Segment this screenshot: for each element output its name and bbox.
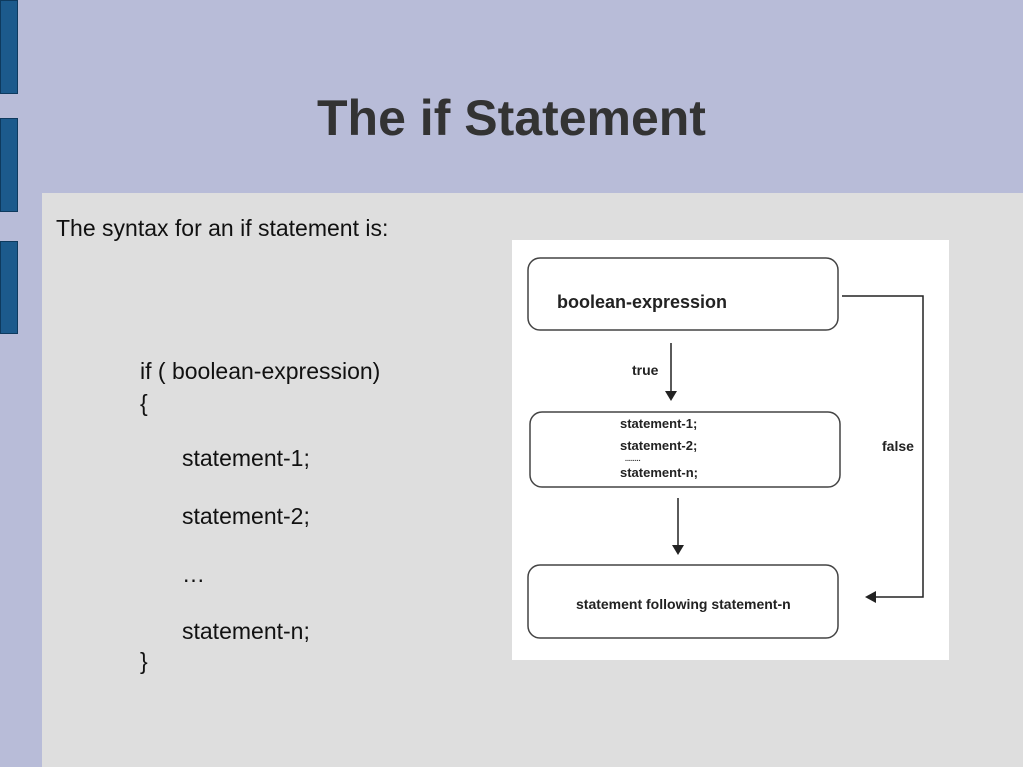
following-statement-label: statement following statement-n (576, 596, 791, 612)
code-line-if: if ( boolean-expression) (140, 358, 381, 384)
statement-n-label: statement-n; (620, 465, 698, 480)
true-arrowhead (665, 391, 677, 401)
body-arrowhead (672, 545, 684, 555)
statements-ellipsis: ........ (625, 456, 641, 463)
code-line-statement-1: statement-1; (182, 445, 310, 471)
side-tab-3 (0, 241, 18, 334)
statements-box (529, 411, 841, 488)
code-line-statement-n: statement-n; (182, 618, 310, 644)
following-statement-box (527, 564, 839, 639)
side-tab-2 (0, 118, 18, 212)
statement-1-label: statement-1; (620, 416, 697, 431)
side-tab-1 (0, 0, 18, 94)
code-line-statement-2: statement-2; (182, 503, 310, 529)
true-label: true (632, 362, 659, 378)
code-line-close-brace: } (140, 648, 148, 674)
false-label: false (882, 438, 914, 454)
flowchart-diagram: boolean-expression true statement-1; sta… (512, 240, 949, 660)
code-line-open-brace: { (140, 390, 148, 416)
content-panel: The syntax for an if statement is: if ( … (42, 193, 1023, 767)
code-line-ellipsis: … (182, 561, 205, 587)
condition-box (527, 257, 839, 331)
condition-label: boolean-expression (557, 292, 727, 312)
slide-title: The if Statement (317, 90, 706, 146)
false-arrowhead (865, 591, 876, 603)
statement-2-label: statement-2; (620, 438, 697, 453)
false-path (842, 295, 924, 598)
intro-text: The syntax for an if statement is: (56, 215, 389, 241)
